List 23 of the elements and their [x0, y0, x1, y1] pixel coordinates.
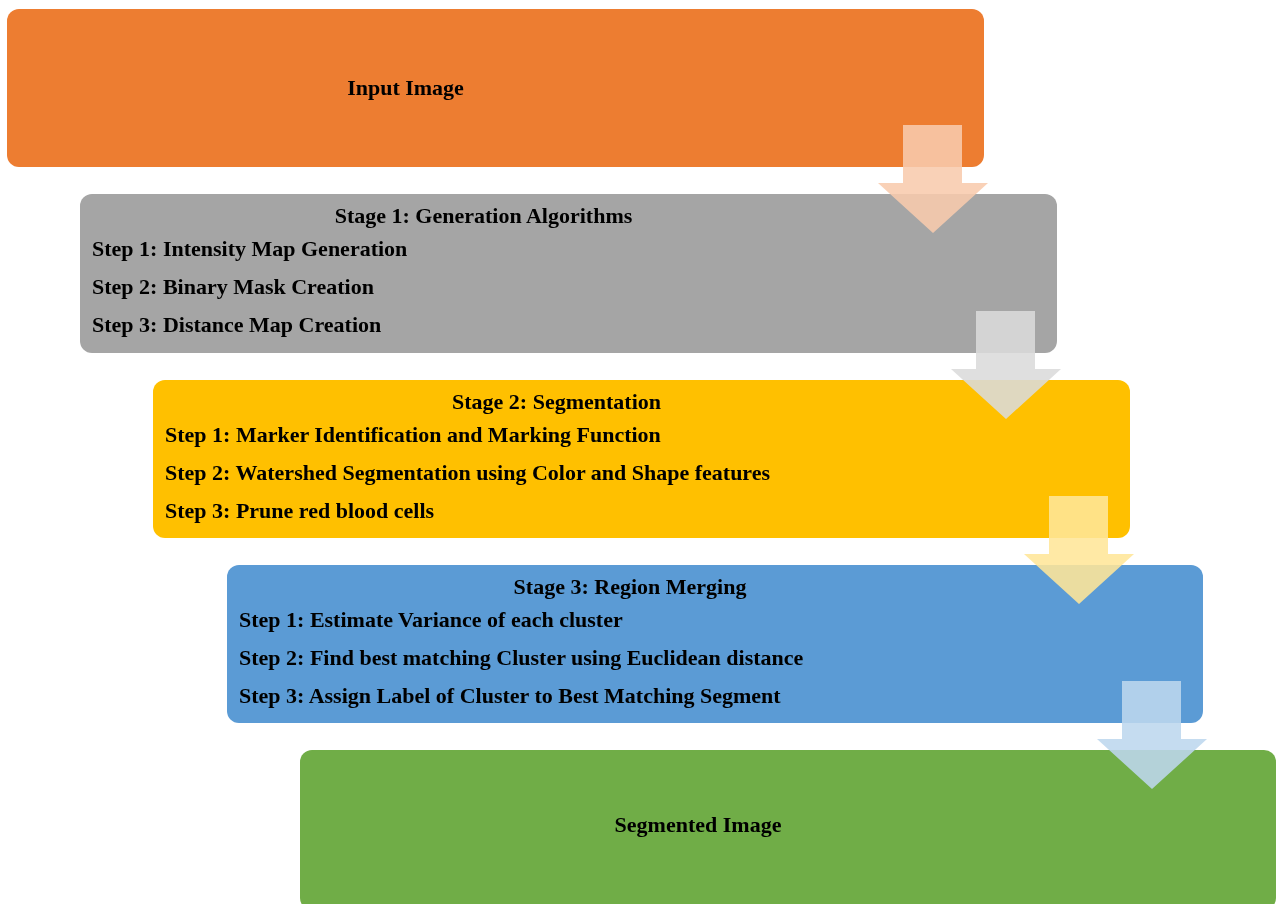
step-text: Step 3: Distance Map Creation — [92, 311, 383, 339]
stage-box — [80, 194, 1057, 353]
step-text: Step 1: Intensity Map Generation — [92, 235, 409, 263]
block-arrow — [878, 125, 988, 233]
step-text: Step 2: Binary Mask Creation — [92, 273, 375, 301]
step-text: Step 1: Marker Identification and Marking Function — [165, 421, 662, 449]
block-arrow — [951, 311, 1061, 419]
terminal-box — [7, 9, 984, 167]
stage-heading: Stage 2: Segmentation — [451, 388, 662, 416]
block-arrow — [1024, 496, 1134, 604]
step-text: Step 3: Prune red blood cells — [165, 497, 436, 525]
step-text: Step 3: Assign Label of Cluster to Best Matching Segment — [239, 682, 782, 710]
block-arrow — [1097, 681, 1207, 789]
step-text: Step 2: Watershed Segmentation using Color and Shape features — [165, 459, 772, 487]
box-title: Input Image — [347, 75, 464, 101]
step-text: Step 2: Find best matching Cluster using Euclidean distance — [239, 644, 805, 672]
terminal-box — [300, 750, 1276, 904]
stage-heading: Stage 1: Generation Algorithms — [333, 202, 634, 230]
box-title: Segmented Image — [614, 812, 782, 838]
stage-heading: Stage 3: Region Merging — [512, 573, 748, 601]
step-text: Step 1: Estimate Variance of each cluster — [239, 606, 624, 634]
stage-box — [227, 565, 1203, 723]
stage-box — [153, 380, 1130, 538]
